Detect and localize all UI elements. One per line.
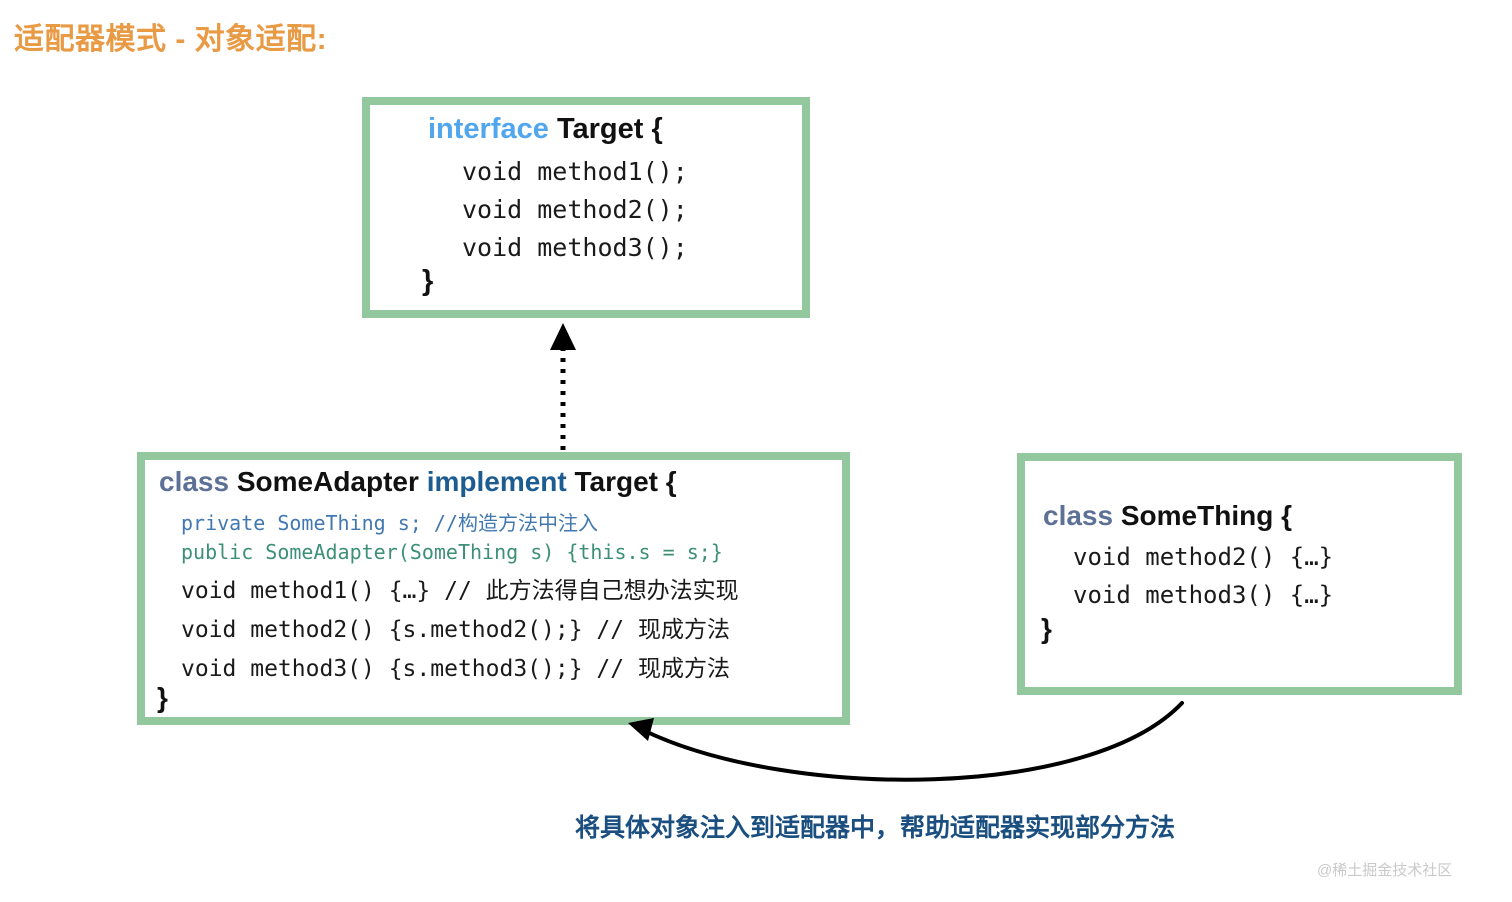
something-close-brace: } (1041, 613, 1052, 644)
adapter-close-brace: } (157, 682, 168, 713)
keyword-class: class (1043, 500, 1114, 531)
target-method-2: void method2(); (462, 195, 688, 224)
watermark: @稀土掘金技术社区 (1317, 862, 1453, 879)
target-close-brace: } (422, 265, 434, 297)
target-header: interface Target { (428, 113, 663, 146)
keyword-class: class (159, 466, 230, 497)
adapter-method-1-line: void method1() {…} // 此方法得自己想办法实现 (181, 578, 739, 604)
injection-caption: 将具体对象注入到适配器中，帮助适配器实现部分方法 (575, 814, 1176, 842)
something-method-2: void method2() {…} (1073, 543, 1334, 571)
adapter-type-name: SomeAdapter (236, 466, 419, 497)
target-type-name: Target (556, 113, 644, 145)
adapter-class-box: class SomeAdapter implement Target { pri… (137, 452, 850, 725)
target-method-1: void method1(); (462, 157, 688, 186)
adapter-method-2-line: void method2() {s.method2();} // 现成方法 (181, 617, 730, 643)
target-interface-box: interface Target { void method1(); void … (362, 97, 810, 318)
adapter-header: class SomeAdapter implement Target { (159, 466, 677, 498)
realization-arrow (550, 323, 576, 450)
adapter-constructor-line: public SomeAdapter(SomeThing s) {this.s … (181, 540, 723, 564)
something-method-3: void method3() {…} (1073, 581, 1334, 609)
something-type-name: SomeThing (1120, 500, 1274, 531)
something-open-brace: { (1281, 500, 1292, 531)
page-title: 适配器模式 - 对象适配: (14, 23, 328, 56)
adapter-open-brace: { (665, 466, 677, 497)
adapter-method-3-line: void method3() {s.method3();} // 现成方法 (181, 656, 730, 682)
something-header: class SomeThing { (1043, 500, 1292, 532)
adapter-field-line: private SomeThing s; //构造方法中注入 (181, 511, 598, 535)
something-class-box: class SomeThing { void method2() {…} voi… (1017, 453, 1462, 695)
target-method-3: void method3(); (462, 233, 688, 262)
keyword-interface: interface (428, 113, 549, 145)
target-open-brace: { (651, 113, 663, 145)
adapter-supertype-name: Target (574, 466, 659, 497)
keyword-implement: implement (426, 466, 567, 497)
